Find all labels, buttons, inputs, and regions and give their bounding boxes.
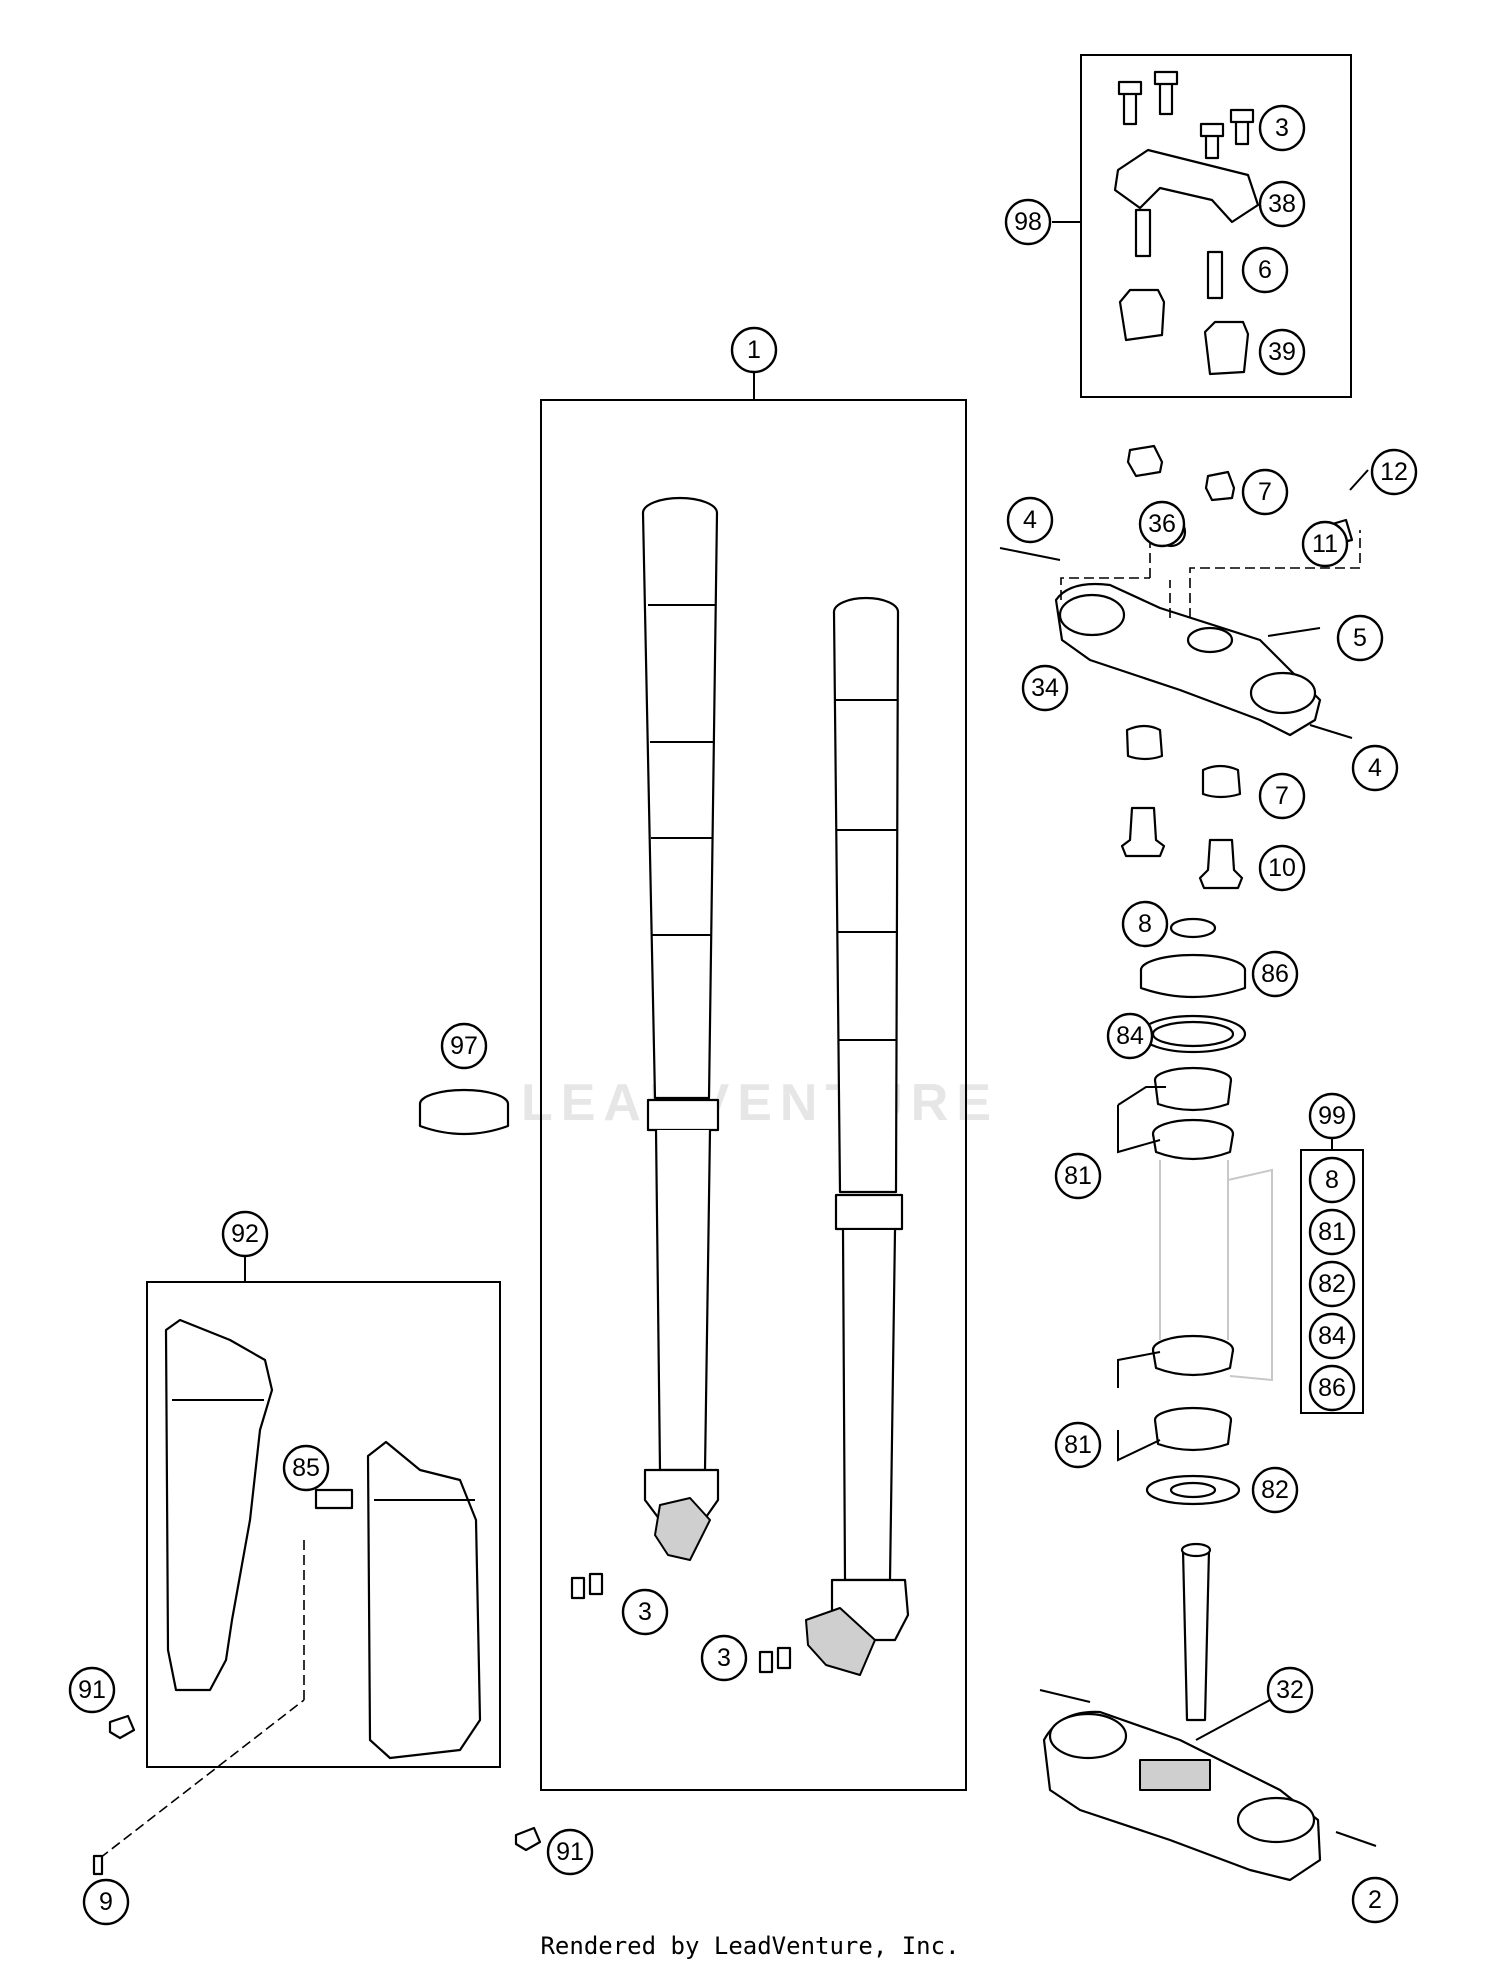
callout-3-right: 3: [700, 1634, 748, 1682]
svg-text:8: 8: [1138, 910, 1152, 938]
callout-10: 10: [1258, 844, 1306, 892]
callout-2: 2: [1351, 1876, 1399, 1924]
svg-text:2: 2: [1368, 1886, 1382, 1914]
callout-82: 82: [1251, 1466, 1299, 1514]
svg-text:85: 85: [292, 1454, 320, 1482]
fork-protectors: [92, 1318, 542, 1876]
callout-34: 34: [1021, 664, 1069, 712]
svg-text:81: 81: [1064, 1162, 1092, 1190]
callout-7-top: 7: [1241, 468, 1289, 516]
watermark-text: LEADVENTURE: [521, 1074, 999, 1132]
svg-text:5: 5: [1353, 624, 1367, 652]
callout-85: 85: [282, 1444, 330, 1492]
handlebar-clamp-kit-box: [1080, 54, 1352, 398]
callout-86: 86: [1251, 950, 1299, 998]
lower-triple-clamp: [1039, 1542, 1377, 1882]
callout-81-upper: 81: [1054, 1152, 1102, 1200]
callout-91-left: 91: [68, 1666, 116, 1714]
handlebar-clamp-parts: [1113, 70, 1260, 376]
svg-text:3: 3: [717, 1644, 731, 1672]
callout-81-lower: 81: [1054, 1421, 1102, 1469]
footer-credit: Rendered by LeadVenture, Inc.: [540, 1932, 960, 1960]
callout-1: 1: [730, 326, 778, 374]
svg-text:34: 34: [1031, 674, 1059, 702]
svg-text:3: 3: [638, 1598, 652, 1626]
svg-text:6: 6: [1258, 256, 1272, 284]
callout-99: 99: [1308, 1092, 1356, 1140]
steering-bearings: [1117, 917, 1273, 1506]
svg-text:10: 10: [1268, 854, 1296, 882]
callout-4-bottom: 4: [1351, 744, 1399, 792]
svg-text:4: 4: [1368, 754, 1382, 782]
callout-99-82: 82: [1308, 1260, 1356, 1308]
svg-text:97: 97: [450, 1032, 478, 1060]
svg-text:11: 11: [1312, 530, 1338, 558]
callout-98: 98: [1004, 198, 1052, 246]
svg-text:84: 84: [1318, 1322, 1346, 1350]
svg-text:81: 81: [1064, 1431, 1092, 1459]
callout-9: 9: [82, 1878, 130, 1926]
callout-39: 39: [1258, 328, 1306, 376]
callout-11: 11: [1301, 520, 1349, 568]
svg-text:7: 7: [1258, 478, 1272, 506]
callout-32: 32: [1266, 1666, 1314, 1714]
svg-text:8: 8: [1325, 1166, 1339, 1194]
callout-91-right: 91: [546, 1828, 594, 1876]
svg-text:1: 1: [747, 336, 761, 364]
callout-99-86: 86: [1308, 1364, 1356, 1412]
svg-text:81: 81: [1318, 1218, 1346, 1246]
svg-text:39: 39: [1268, 338, 1296, 366]
svg-text:86: 86: [1261, 960, 1289, 988]
callout-4-top: 4: [1006, 496, 1054, 544]
callout-7-bottom: 7: [1258, 772, 1306, 820]
svg-text:3: 3: [1275, 114, 1289, 142]
callout-3-kit: 3: [1258, 104, 1306, 152]
svg-text:92: 92: [231, 1220, 259, 1248]
callout-97: 97: [440, 1022, 488, 1070]
svg-text:91: 91: [556, 1838, 584, 1866]
callout-6: 6: [1241, 246, 1289, 294]
clamp-ring: [418, 1088, 510, 1136]
svg-text:7: 7: [1275, 782, 1289, 810]
callout-84: 84: [1106, 1012, 1154, 1060]
svg-text:82: 82: [1261, 1476, 1289, 1504]
svg-text:38: 38: [1268, 190, 1296, 218]
callout-36: 36: [1138, 500, 1186, 548]
svg-text:32: 32: [1276, 1676, 1304, 1704]
callout-99-81: 81: [1308, 1208, 1356, 1256]
svg-text:12: 12: [1380, 458, 1408, 486]
svg-text:99: 99: [1318, 1102, 1346, 1130]
callout-8: 8: [1121, 900, 1169, 948]
svg-text:36: 36: [1148, 510, 1176, 538]
fork-protector-box: [146, 1281, 501, 1768]
callout-3-left: 3: [621, 1588, 669, 1636]
svg-text:84: 84: [1116, 1022, 1144, 1050]
svg-text:4: 4: [1023, 506, 1037, 534]
callout-12: 12: [1370, 448, 1418, 496]
callout-38: 38: [1258, 180, 1306, 228]
svg-text:98: 98: [1014, 208, 1042, 236]
fork-legs: [570, 496, 910, 1676]
callout-5: 5: [1336, 614, 1384, 662]
callout-92: 92: [221, 1210, 269, 1258]
callout-99-8: 8: [1308, 1156, 1356, 1204]
callout-99-84: 84: [1308, 1312, 1356, 1360]
svg-text:9: 9: [99, 1888, 113, 1916]
svg-text:86: 86: [1318, 1374, 1346, 1402]
svg-text:91: 91: [78, 1676, 106, 1704]
svg-text:82: 82: [1318, 1270, 1346, 1298]
